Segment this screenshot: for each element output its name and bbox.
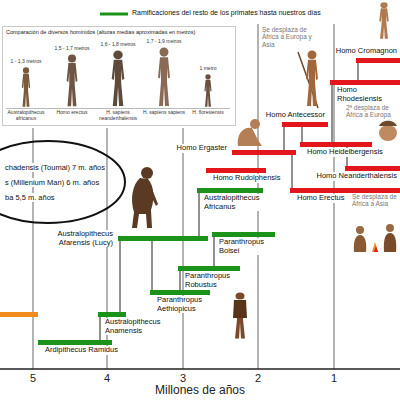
species-name: Paranthropus Aethiopicus (156, 296, 222, 313)
australopithecus-figure (233, 292, 247, 338)
axis-title: Millones de años (130, 384, 270, 398)
lineage-bar: Homo Cromagnon (356, 58, 400, 63)
species-name: Homo Rudolphensis (212, 174, 282, 183)
species-name: Ardipithecus Ramidus (44, 346, 119, 355)
early-hominid-text: ba 5,5 m. años (4, 193, 106, 202)
lineage-bar: Australopithecus Afarensis (Lucy) (118, 236, 208, 241)
species-name: Homo Heidelbergensis (306, 148, 384, 157)
species-name: Australopithecus Anamensis (104, 318, 172, 335)
lineage-bar: Homo Antecessor (282, 122, 328, 127)
oval-text-column: chadensis (Toumai) 7 m. años s (Millenium… (4, 140, 106, 224)
lineage-bar: Paranthropus Robustus (178, 266, 240, 271)
height-label: 1,5 - 1,7 metros (50, 46, 94, 52)
lineage-bar: Homo Rudolphensis (206, 168, 266, 173)
lineage-link (214, 237, 215, 266)
species-name: Australopithecus Africanus (203, 194, 271, 211)
cave-group-figures (354, 224, 396, 252)
species-name: Paranthropus Boisei (218, 238, 282, 255)
species-name: Australopithecus Afarensis (Lucy) (42, 230, 114, 247)
lineage-bar: Homo Heidelbergensis (300, 142, 372, 147)
migration-note: 2ª desplaza de África a Europa (346, 104, 398, 119)
lineage-link (332, 85, 333, 142)
lineage-bar: Paranthropus Aethiopicus (150, 290, 210, 295)
legend-sample-line (100, 13, 128, 16)
lineage-bar: Paranthropus Boisei (212, 232, 275, 237)
neanderthal-head (379, 121, 397, 141)
species-caption: H. floresiensis (186, 110, 230, 116)
lineage-bar: Ardipithecus Ramidus (38, 340, 112, 345)
lineage-link (120, 241, 121, 312)
time-axis (0, 368, 400, 370)
cromagnon-figure (379, 2, 389, 38)
chimp-figure (132, 167, 158, 228)
species-caption: H. sapiens neanderthalensis (96, 110, 140, 122)
early-hominid-text: chadensis (Toumai) 7 m. años (4, 163, 106, 172)
walking-hominid-figure (298, 50, 318, 108)
species-name: Homo Neanderthalensis (316, 172, 398, 181)
species-caption: Homo erectus (50, 110, 94, 116)
lineage-bar: Homo Neanderthalensis (345, 166, 400, 171)
lineage-link (199, 193, 200, 236)
axis-tick: 3 (175, 372, 191, 385)
species-name: Homo Erectus (296, 194, 346, 203)
lineage-bar: Australopithecus Anamensis (98, 312, 126, 317)
early-hominids-oval: chadensis (Toumai) 7 m. años s (Millenium… (0, 140, 126, 224)
species-caption: Australopithecus africanus (4, 110, 48, 122)
lineage-link (358, 63, 359, 80)
height-label: 1 - 1,3 metros (4, 59, 48, 65)
species-name: Paranthropus Robustus (184, 272, 248, 289)
legend-text: Ramificaciones del resto de los primates… (132, 9, 321, 17)
crouching-figure (238, 119, 262, 146)
orange-lineage-bar (0, 312, 38, 317)
axis-tick: 5 (25, 372, 41, 385)
lineage-link (152, 241, 153, 290)
lineage-link (292, 155, 293, 188)
migration-note: Se desplaza de África a Asia (352, 193, 398, 208)
lineage-link (100, 317, 101, 340)
species-caption: H. sapiens sapiens (142, 110, 186, 116)
migration-note: Se desplaza de África a Europa y Asia (262, 26, 324, 48)
lineage-link (284, 127, 285, 150)
axis-tick: 1 (326, 372, 342, 385)
height-label: 1,7 - 1,9 metros (142, 39, 186, 45)
lineage-bar: Australopithecus Africanus (197, 188, 263, 193)
axis-tick: 4 (99, 372, 115, 385)
lineage-link (180, 271, 181, 290)
height-label: 1,6 - 1,8 metros (96, 42, 140, 48)
lineage-bar: Homo Ergaster (232, 150, 296, 155)
axis-tick: 2 (250, 372, 266, 385)
species-name: Homo Ergaster (176, 144, 228, 153)
species-name: Homo Cromagnon (335, 47, 398, 56)
early-hominid-text: s (Millenium Man) 6 m. años (4, 178, 106, 187)
oval-outline-shape (0, 141, 125, 223)
lineage-bar: Homo Rhodesiensis (330, 80, 400, 85)
species-name: Homo Rhodesiensis (336, 86, 398, 103)
panel-title: Comparación de diversos homínidos (altur… (3, 27, 235, 38)
height-label: 1 metro (186, 66, 230, 72)
lineage-link (302, 127, 303, 142)
height-comparison-figures (6, 48, 230, 109)
species-name: Homo Antecessor (265, 111, 326, 120)
